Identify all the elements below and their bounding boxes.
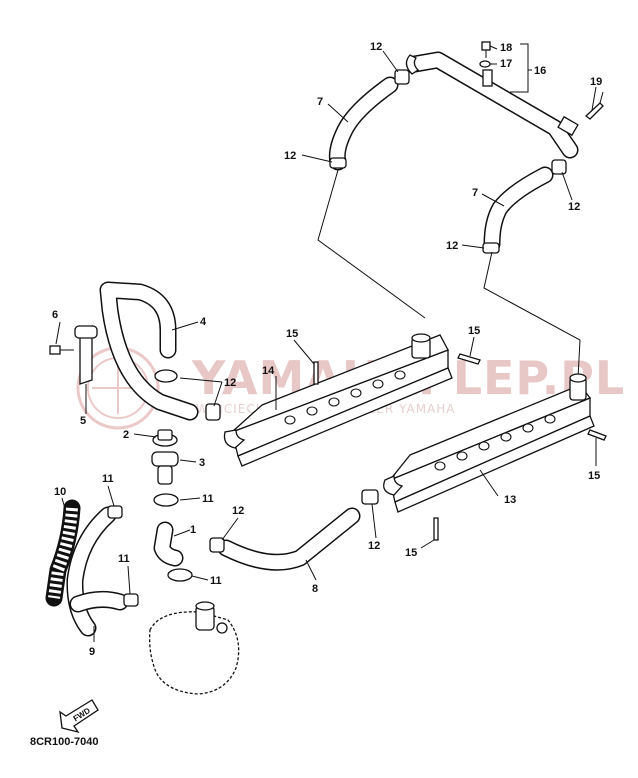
washer-17 bbox=[479, 60, 491, 68]
fwd-arrow-icon: FWD bbox=[59, 699, 99, 734]
callout-11: 11 bbox=[102, 473, 114, 485]
callout-15: 15 bbox=[468, 325, 480, 337]
callout-4: 4 bbox=[200, 316, 207, 328]
water-pump bbox=[148, 601, 240, 695]
callout-15: 15 bbox=[286, 328, 298, 340]
clamp-11-left bbox=[107, 505, 139, 607]
callout-8: 8 bbox=[312, 583, 318, 595]
clamp-12-radiator bbox=[205, 403, 379, 505]
bolt-6 bbox=[49, 345, 74, 355]
callout-12: 12 bbox=[232, 505, 244, 517]
hose-9 bbox=[66, 506, 129, 637]
spring-10 bbox=[45, 499, 81, 607]
hose-7-upper bbox=[328, 76, 399, 171]
radiator-pipe-14 bbox=[223, 333, 453, 467]
callout-15: 15 bbox=[588, 470, 600, 482]
callout-6: 6 bbox=[52, 309, 58, 321]
thermostat-cover-2 bbox=[152, 429, 178, 447]
pipe-4 bbox=[99, 281, 199, 421]
callout-7: 7 bbox=[472, 187, 478, 199]
callout-1: 1 bbox=[190, 524, 196, 536]
callout-12: 12 bbox=[368, 540, 380, 552]
callout-7: 7 bbox=[317, 96, 323, 108]
callout-10: 10 bbox=[54, 486, 66, 498]
leader-lines bbox=[55, 43, 597, 642]
cross-pipe-16 bbox=[405, 51, 579, 159]
thermostat-3 bbox=[151, 451, 179, 485]
hose-7-lower bbox=[483, 166, 554, 253]
callout-16: 16 bbox=[534, 65, 546, 77]
callout-11: 11 bbox=[202, 493, 214, 505]
callout-18: 18 bbox=[500, 42, 512, 54]
callout-12: 12 bbox=[568, 201, 580, 213]
callout-13: 13 bbox=[504, 494, 516, 506]
callout-12: 12 bbox=[370, 41, 382, 53]
diagram-code: 8CR100-7040 bbox=[30, 736, 99, 748]
bolt-19 bbox=[584, 91, 604, 120]
callout-2: 2 bbox=[123, 429, 129, 441]
hose-1 bbox=[153, 521, 193, 582]
callout-15: 15 bbox=[405, 547, 417, 559]
clamp-top bbox=[329, 69, 567, 254]
callout-12: 12 bbox=[284, 150, 296, 162]
callout-11: 11 bbox=[210, 575, 222, 587]
callout-12: 12 bbox=[224, 377, 236, 389]
callout-17: 17 bbox=[500, 58, 512, 70]
callout-3: 3 bbox=[199, 457, 205, 469]
callout-12: 12 bbox=[446, 240, 458, 252]
callout-19: 19 bbox=[590, 76, 602, 88]
clamp-12-left bbox=[154, 369, 178, 383]
bolt-15 bbox=[313, 353, 607, 541]
callout-11: 11 bbox=[118, 553, 130, 565]
bracket-5 bbox=[74, 325, 98, 385]
callout-9: 9 bbox=[89, 646, 95, 658]
clamp-11-thermostat bbox=[153, 493, 179, 507]
callout-14: 14 bbox=[262, 365, 275, 377]
hose-8 bbox=[209, 507, 361, 571]
callout-5: 5 bbox=[80, 415, 86, 427]
callouts: 12 7 12 18 17 16 19 7 12 12 15 15 15 13 … bbox=[52, 41, 602, 658]
radiator-pipe-13 bbox=[383, 373, 595, 513]
bolt-18 bbox=[481, 41, 491, 58]
